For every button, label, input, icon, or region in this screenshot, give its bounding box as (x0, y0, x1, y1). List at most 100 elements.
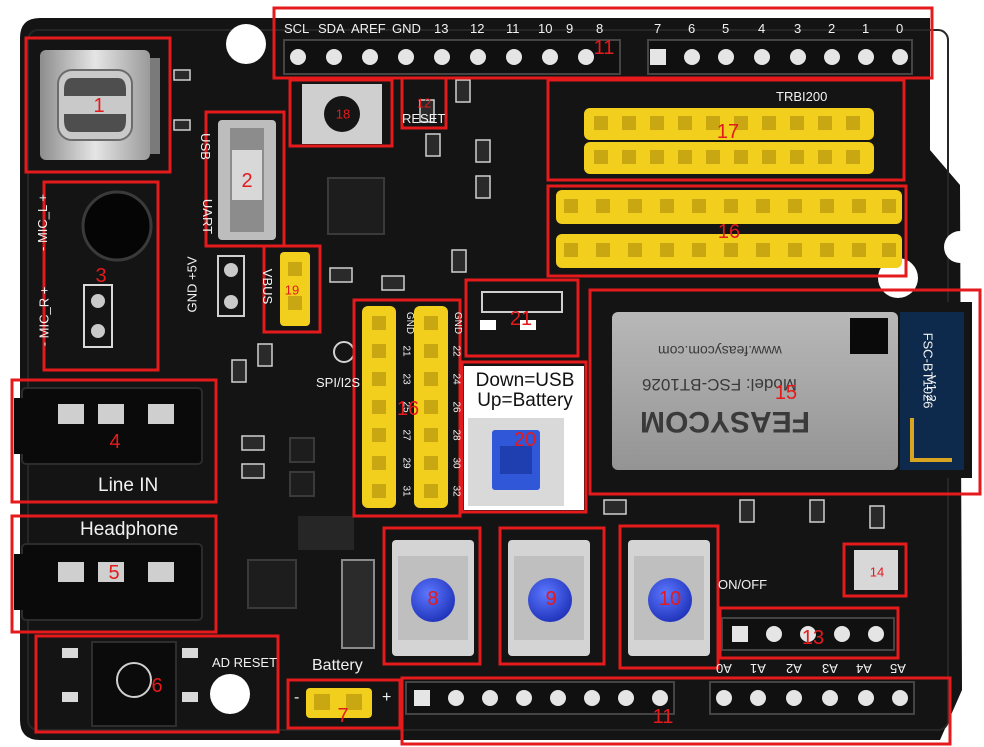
yellow-header-16-right (556, 190, 902, 268)
silk-pin-2: 2 (828, 21, 836, 36)
silk-h16-left-1: 21 (400, 345, 412, 357)
callout-20: 20 (513, 429, 537, 451)
callout-18: 18 (335, 106, 351, 122)
mounting-hole (944, 231, 976, 263)
silk-h16-right-1: 22 (450, 345, 462, 357)
silk-pin-1: 1 (862, 21, 870, 36)
silk-h16-right-2: 24 (450, 373, 462, 385)
silk-pin-4: 4 (758, 21, 766, 36)
silk-h16-left-0: GND (404, 311, 416, 335)
callout-13: 13 (801, 627, 825, 649)
yellow-header-16-middle (362, 306, 448, 508)
callout-15: 15 (774, 382, 798, 404)
silk-pin-0: 0 (896, 21, 904, 36)
callout-11-bottom: 11 (652, 706, 674, 728)
silk-on-off: ON/OFF (718, 577, 768, 592)
callout-16-right: 16 (717, 221, 741, 243)
silk-h16-left-2: 23 (400, 373, 412, 385)
silk-mic-l: - MIC_L + (34, 194, 50, 251)
silk-ad-reset: AD RESET (212, 655, 278, 670)
silk-a3: A3 (822, 661, 838, 676)
silk-pin-scl: SCL (284, 21, 310, 36)
callout-4: 4 (109, 431, 121, 453)
silk-uart: UART (200, 198, 216, 235)
silk-pin-aref: AREF (351, 21, 386, 36)
mounting-hole (226, 24, 266, 64)
switch-label-line1: Down=USB (475, 370, 575, 391)
usb-c-connector (40, 50, 160, 160)
silk-pin-8: 8 (596, 21, 604, 36)
tactile-button-10 (628, 540, 710, 656)
callout-9: 9 (545, 588, 557, 610)
callout-21: 21 (509, 308, 533, 330)
yellow-header-17 (584, 108, 874, 174)
silk-a0: A0 (716, 661, 732, 676)
module-version: V1.2 (923, 375, 939, 402)
callout-14: 14 (869, 564, 885, 580)
silk-gnd-5v: GND +5V (184, 256, 200, 313)
module-url: www.feasycom.com (658, 343, 782, 359)
silk-battery-plus: + (382, 689, 392, 706)
silk-a2: A2 (786, 661, 802, 676)
silk-battery-minus: - (294, 689, 300, 706)
silk-h16-left-5: 29 (400, 457, 412, 469)
silk-pin-3: 3 (794, 21, 802, 36)
tactile-button-8 (392, 540, 474, 656)
silk-pin-5: 5 (722, 21, 730, 36)
silk-pin-sda: SDA (318, 21, 345, 36)
bottom-pin-header (405, 681, 915, 715)
silk-h16-right-3: 26 (450, 401, 462, 413)
bluetooth-module (604, 302, 972, 478)
silk-pin-9: 9 (566, 21, 574, 36)
module-model: Model: FSC-BT1026 (642, 375, 797, 394)
silk-headphone: Headphone (80, 519, 179, 540)
silk-pin-12: 12 (470, 21, 485, 36)
callout-16-middle: 16 (396, 398, 420, 420)
silk-battery: Battery (312, 657, 363, 674)
silk-pin-11: 11 (506, 21, 520, 36)
callout-10: 10 (658, 588, 682, 610)
callout-6: 6 (151, 675, 163, 697)
tactile-button-9 (508, 540, 590, 656)
pin-header-13 (721, 617, 895, 651)
switch-label-line2: Up=Battery (477, 390, 573, 411)
ad-reset-button (62, 641, 198, 727)
codec-chip (327, 177, 385, 235)
module-brand: FEASYCOM (640, 405, 811, 438)
silk-mic-r: - MIC_R + (36, 286, 52, 347)
silk-pin-gnd: GND (392, 21, 421, 36)
small-chip (289, 471, 315, 497)
silk-vbus: VBUS (260, 268, 276, 305)
top-pin-header (283, 39, 913, 75)
silk-a4: A4 (856, 661, 872, 676)
component-14 (854, 550, 898, 590)
silk-a5: A5 (890, 661, 906, 676)
battery-jumper (306, 688, 372, 718)
vbus-jumper (280, 252, 310, 326)
callout-11-top: 11 (593, 37, 615, 59)
uart-usb-slide-switch (218, 120, 276, 240)
silk-h16-left-6: 31 (400, 485, 412, 497)
silk-h16-left-4: 27 (400, 429, 412, 441)
silk-pin-10: 10 (538, 21, 553, 36)
callout-12: 12 (416, 95, 432, 111)
silk-pin-7: 7 (654, 21, 662, 36)
callout-19: 19 (284, 282, 300, 298)
silk-pin-6: 6 (688, 21, 696, 36)
small-chip (289, 437, 315, 463)
line-in-jack (14, 387, 203, 465)
callout-7: 7 (337, 705, 349, 727)
callout-5: 5 (108, 562, 120, 584)
power-source-switch (464, 366, 584, 510)
microphone (81, 190, 153, 348)
silk-h16-right-6: 32 (450, 485, 462, 497)
small-chip (247, 559, 297, 609)
headphone-jack (14, 543, 203, 621)
silk-pin-13: 13 (434, 21, 449, 36)
silk-a1: A1 (750, 661, 766, 676)
mounting-hole (210, 674, 250, 714)
silk-h16-right-4: 28 (450, 429, 462, 441)
silk-h16-right-0: GND (452, 311, 464, 335)
silk-h16-right-5: 30 (450, 457, 462, 469)
